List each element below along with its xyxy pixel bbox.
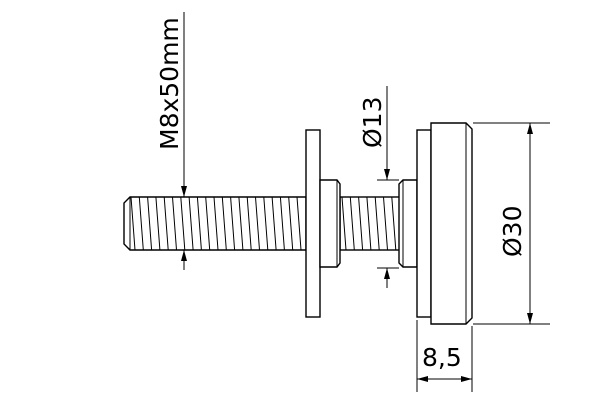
shoulder-diameter-dimension: Ø13 — [358, 86, 399, 288]
threaded-shank — [123, 196, 307, 251]
head-diameter-label: Ø30 — [498, 206, 527, 258]
head-width-label: 8,5 — [422, 343, 462, 372]
head-shoulder — [398, 179, 418, 268]
thread-lines — [130, 196, 302, 251]
shoulder-diameter-label: Ø13 — [358, 97, 387, 149]
thread-lines — [341, 196, 397, 251]
nut — [319, 179, 341, 268]
washer — [305, 129, 321, 318]
threaded-shank-segment — [339, 196, 401, 251]
thread-spec-label: M8x50mm — [155, 17, 184, 150]
head — [416, 122, 473, 325]
head-width-dimension: 8,5 — [416, 320, 473, 392]
thread-spec-dimension: M8x50mm — [155, 12, 187, 270]
head-diameter-dimension: Ø30 — [473, 122, 550, 325]
